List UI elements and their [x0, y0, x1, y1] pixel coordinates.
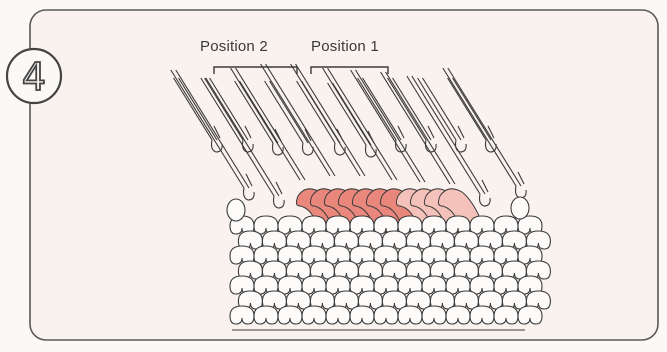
- label-position-1: Position 1: [311, 38, 379, 55]
- step-number-text: 4: [22, 55, 46, 99]
- edge-loop: [227, 199, 245, 221]
- label-position-2: Position 2: [200, 38, 268, 55]
- step-badge: 4: [7, 49, 61, 103]
- edge-loop: [511, 197, 529, 219]
